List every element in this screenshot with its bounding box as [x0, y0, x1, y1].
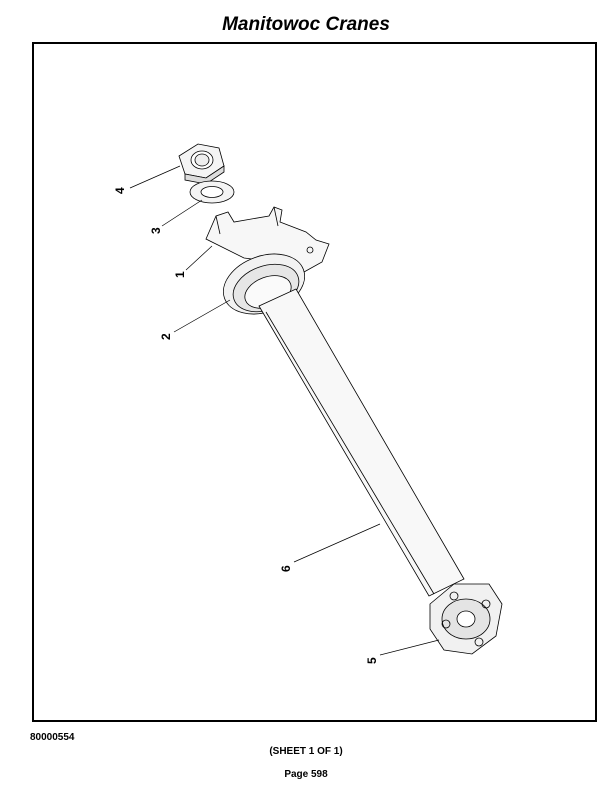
- callout-5: 5: [365, 657, 379, 664]
- callout-2: 2: [159, 333, 173, 340]
- exploded-parts-diagram: 4 3 1 2 6 5: [113, 143, 503, 664]
- washer: [189, 180, 235, 204]
- callout-6: 6: [279, 565, 293, 572]
- callout-1: 1: [173, 271, 187, 278]
- drawing-frame: 4 3 1 2 6 5: [32, 42, 597, 722]
- page-title: Manitowoc Cranes: [222, 14, 390, 35]
- drive-shaft: [258, 288, 465, 597]
- yoke-flange: [429, 583, 503, 655]
- callout-4: 4: [113, 187, 127, 194]
- sheet-label: (SHEET 1 OF 1): [269, 746, 343, 757]
- callout-3: 3: [149, 227, 163, 234]
- drawing-number: 80000554: [30, 732, 75, 743]
- leader-lines: [129, 165, 440, 656]
- lock-nut: [178, 143, 225, 185]
- page-number: Page 598: [284, 769, 328, 780]
